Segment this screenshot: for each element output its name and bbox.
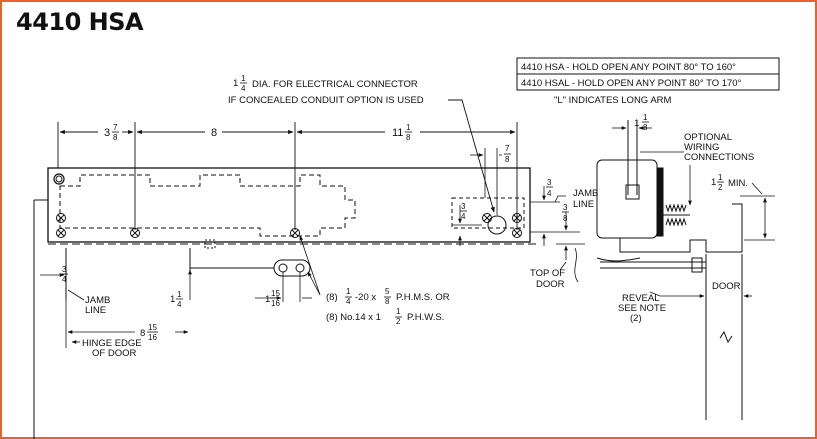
- reveal-label: REVEAL SEE NOTE (2): [618, 291, 752, 324]
- svg-text:3: 3: [104, 127, 110, 139]
- door-label: DOOR: [712, 281, 741, 292]
- legend-line-2: 4410 HSAL - HOLD OPEN ANY POINT 80° TO 1…: [521, 78, 742, 89]
- dim-1-1-4: 1 1 4: [170, 248, 192, 309]
- svg-text:DIA. FOR ELECTRICAL CONNECTOR: DIA. FOR ELECTRICAL CONNECTOR: [252, 79, 418, 90]
- svg-text:11: 11: [392, 127, 403, 139]
- svg-text:1: 1: [170, 294, 175, 305]
- dim-1-1-8: 1 1 8: [612, 113, 652, 132]
- svg-text:7: 7: [505, 144, 510, 153]
- closer-body: [47, 167, 540, 245]
- top-of-door-label-a: TOP OF: [530, 268, 565, 279]
- svg-text:1: 1: [406, 123, 411, 132]
- right-body-dims: [530, 186, 585, 283]
- svg-text:MIN.: MIN.: [728, 178, 748, 189]
- optional-wiring-label: OPTIONAL WIRING CONNECTIONS: [640, 132, 754, 206]
- svg-text:CONNECTIONS: CONNECTIONS: [684, 152, 754, 163]
- dim-3-4-connector: 3 4: [452, 202, 482, 246]
- svg-text:8: 8: [406, 133, 411, 142]
- side-view: [596, 120, 743, 420]
- svg-text:1: 1: [711, 177, 716, 188]
- svg-text:8: 8: [385, 297, 390, 306]
- top-dimension-line: [57, 122, 518, 230]
- svg-text:1: 1: [265, 294, 270, 305]
- svg-text:LINE: LINE: [85, 305, 106, 316]
- legend-note: "L" INDICATES LONG ARM: [554, 95, 672, 106]
- svg-text:P.H.M.S. OR: P.H.M.S. OR: [396, 292, 450, 303]
- page-title: 4410 HSA: [16, 8, 144, 36]
- svg-text:1: 1: [643, 113, 648, 122]
- svg-text:1: 1: [177, 290, 182, 299]
- svg-text:8: 8: [140, 328, 145, 339]
- svg-text:8: 8: [113, 133, 118, 142]
- svg-text:OPTIONAL: OPTIONAL: [684, 132, 732, 143]
- svg-text:1: 1: [346, 287, 351, 296]
- svg-text:8: 8: [505, 155, 510, 164]
- dim-8: 8: [211, 127, 217, 139]
- svg-text:1: 1: [241, 74, 246, 83]
- dim-7-8: 7 8: [470, 144, 511, 215]
- svg-text:P.H.W.S.: P.H.W.S.: [407, 312, 444, 323]
- svg-text:4: 4: [241, 84, 246, 93]
- left-jamb-dims: 3 4 JAMB LINE: [40, 265, 110, 316]
- svg-text:16: 16: [148, 333, 157, 342]
- dim-8-15-16: 8 15 16 HINGE EDGE OF DOOR: [65, 300, 189, 359]
- svg-text:7: 7: [113, 123, 118, 132]
- left-jamb: [33, 199, 67, 439]
- svg-text:JAMB: JAMB: [85, 295, 110, 306]
- legend-line-1: 4410 HSA - HOLD OPEN ANY POINT 80° TO 16…: [521, 62, 736, 73]
- svg-text:HINGE EDGE: HINGE EDGE: [82, 338, 142, 349]
- svg-text:(2): (2): [630, 313, 642, 324]
- svg-text:4: 4: [177, 300, 182, 309]
- svg-text:2: 2: [396, 317, 401, 326]
- svg-text:15: 15: [148, 323, 157, 332]
- dim-3-8-den: 8: [563, 214, 568, 223]
- arm-bracket: [189, 239, 311, 277]
- svg-text:OF DOOR: OF DOOR: [92, 348, 136, 359]
- svg-text:REVEAL: REVEAL: [622, 293, 660, 304]
- svg-text:SEE NOTE: SEE NOTE: [618, 303, 666, 314]
- connector-callout: 1 1 4 DIA. FOR ELECTRICAL CONNECTOR IF C…: [228, 74, 495, 213]
- svg-text:WIRING: WIRING: [684, 142, 719, 153]
- screw-callout: (8) 1 4 -20 x 5 8 P.H.M.S. OR (8) No.14 …: [299, 235, 450, 326]
- svg-text:(8) No.14 x 1: (8) No.14 x 1: [326, 312, 381, 323]
- svg-text:IF CONCEALED CONDUIT OPTION IS: IF CONCEALED CONDUIT OPTION IS USED: [228, 95, 424, 106]
- dim-1-15-16: 1 15 16: [255, 272, 312, 308]
- svg-text:1: 1: [233, 78, 238, 89]
- svg-text:1: 1: [396, 307, 401, 316]
- jamb-line-label-right-a: JAMB: [573, 188, 598, 199]
- svg-text:4: 4: [461, 212, 466, 221]
- svg-text:4: 4: [62, 275, 67, 284]
- svg-text:15: 15: [271, 289, 280, 298]
- jamb-line-label-right-b: LINE: [573, 199, 594, 210]
- dim-3-4-den: 4: [547, 189, 552, 198]
- top-of-door-label-b: DOOR: [536, 279, 565, 290]
- svg-text:1: 1: [634, 118, 639, 129]
- svg-text:3: 3: [461, 202, 466, 211]
- dim-3-4-num: 3: [547, 178, 552, 187]
- svg-text:-20 x: -20 x: [355, 292, 376, 303]
- svg-text:1: 1: [718, 173, 723, 182]
- svg-text:(8): (8): [326, 292, 338, 303]
- dim-3-7-8: 3 7 8: [104, 123, 119, 142]
- svg-text:16: 16: [271, 299, 280, 308]
- svg-text:5: 5: [385, 287, 390, 296]
- svg-text:2: 2: [718, 183, 723, 192]
- dim-3-8-num: 3: [563, 203, 568, 212]
- svg-text:8: 8: [643, 123, 648, 132]
- legend-box: 4410 HSA - HOLD OPEN ANY POINT 80° TO 16…: [516, 57, 780, 106]
- dim-11-1-8: 11 1 8: [392, 123, 412, 142]
- svg-text:4: 4: [346, 297, 351, 306]
- svg-text:3: 3: [62, 265, 67, 274]
- dim-1-1-2-min: 1 1 2 MIN.: [711, 173, 775, 241]
